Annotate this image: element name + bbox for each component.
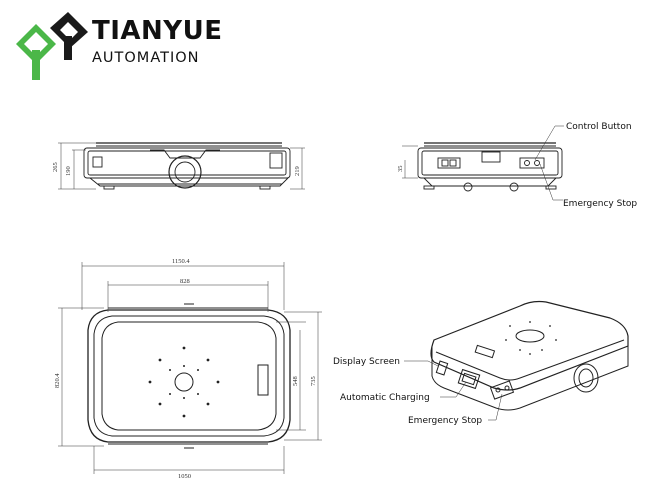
label-emergency-stop-iso: Emergency Stop (408, 416, 482, 426)
brand-subtitle: AUTOMATION (92, 50, 200, 66)
dim-right-height: 219 (294, 166, 301, 176)
dim-overall-width: 1150.4 (172, 258, 190, 265)
label-emergency-stop-front: Emergency Stop (563, 199, 637, 209)
dim-inner-depth: 548 (292, 376, 299, 386)
label-automatic-charging: Automatic Charging (340, 393, 430, 403)
label-display-screen: Display Screen (333, 357, 400, 367)
dim-base-width: 1050 (178, 473, 191, 480)
dim-outer-depth: 735 (310, 376, 317, 386)
dim-inner-width: 828 (180, 278, 190, 285)
dim-overall-depth: 820.4 (54, 373, 61, 388)
dim-front-height: 35 (397, 166, 404, 173)
dim-body-height: 190 (65, 166, 72, 176)
dim-total-height: 265 (52, 162, 59, 172)
ty-logo-icon (16, 12, 88, 80)
brand-name: TIANYUE (92, 16, 223, 46)
label-control-button: Control Button (566, 122, 632, 132)
